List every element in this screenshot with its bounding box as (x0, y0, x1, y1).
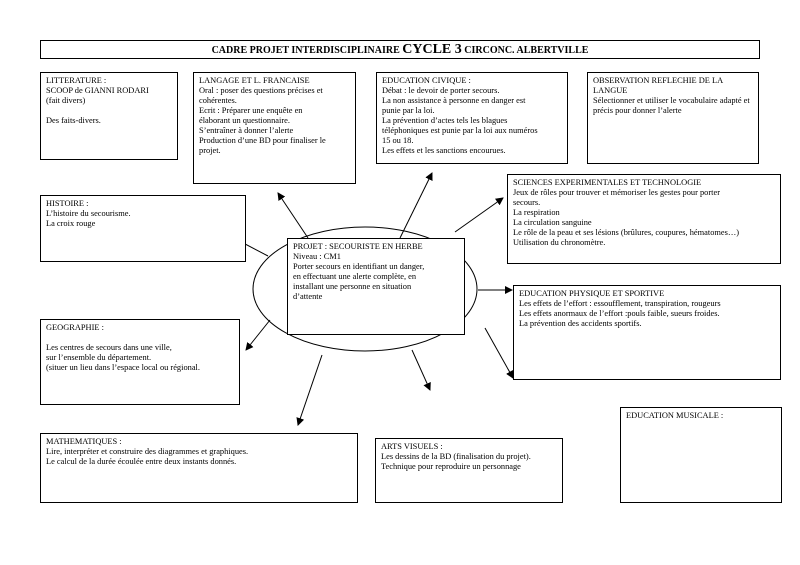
box-text-line: téléphoniques est punie par la loi aux n… (382, 126, 538, 135)
box-text-line: S’entraîner à donner l’alerte (199, 126, 294, 135)
arrow-to-arts (411, 349, 431, 391)
box-litterature: LITTERATURE :SCOOP de GIANNI RODARI(fait… (40, 72, 178, 160)
box-text-line: Production d’une BD pour finaliser le (199, 136, 326, 145)
box-histoire: HISTOIRE :L’histoire du secourisme.La cr… (40, 195, 246, 262)
box-heading: EDUCATION CIVIQUE : (382, 76, 471, 85)
box-text-line: Les effets anormaux de l’effort :pouls f… (519, 309, 720, 318)
box-text-line: d’attente (293, 292, 323, 301)
box-text-line: Oral : poser des questions précises et (199, 86, 323, 95)
box-text-line: Débat : le devoir de porter secours. (382, 86, 500, 95)
box-text-line: LANGUE (593, 86, 628, 95)
box-text-line: Technique pour reproduire un personnage (381, 462, 521, 471)
box-text-line: La croix rouge (46, 219, 96, 228)
box-text-line: La prévention des accidents sportifs. (519, 319, 642, 328)
arrow-to-geographie (245, 319, 271, 351)
box-heading: LITTERATURE : (46, 76, 107, 85)
box-geographie: GEOGRAPHIE : Les centres de secours dans … (40, 319, 240, 405)
box-text-line: La circulation sanguine (513, 218, 592, 227)
box-heading: MATHEMATIQUES : (46, 437, 122, 446)
box-text-line: (fait divers) (46, 96, 86, 105)
box-text-line: précis pour donner l’alerte (593, 106, 682, 115)
arrow-to-mathematiques (296, 354, 323, 426)
box-text-line: élaborant un questionnaire. (199, 116, 290, 125)
box-text-line: Jeux de rôles pour trouver et mémoriser … (513, 188, 720, 197)
blank-line (46, 106, 172, 116)
title-part1: CADRE PROJET INTERDISCIPLINAIRE (211, 45, 403, 56)
box-heading: OBSERVATION REFLECHIE DE LA (593, 76, 724, 85)
box-heading: EDUCATION PHYSIQUE ET SPORTIVE (519, 289, 665, 298)
box-education-musicale: EDUCATION MUSICALE : (620, 407, 782, 503)
box-text-line: Utilisation du chronomètre. (513, 238, 606, 247)
box-text-line: sur l’ensemble du département. (46, 353, 152, 362)
arrow-to-langage (277, 192, 309, 239)
box-heading: GEOGRAPHIE : (46, 323, 104, 332)
box-text-line: installant une personne en situation (293, 282, 412, 291)
box-arts-visuels: ARTS VISUELS :Les dessins de la BD (fina… (375, 438, 563, 503)
box-text-line: Ecrit : Préparer une enquête en (199, 106, 303, 115)
box-text-line: punie par la loi. (382, 106, 435, 115)
box-text-line: Sélectionner et utiliser le vocabulaire … (593, 96, 750, 105)
title-part3: CIRCONC. ALBERTVILLE (461, 45, 589, 56)
box-text-line: Des faits-divers. (46, 116, 101, 125)
box-heading: HISTOIRE : (46, 199, 89, 208)
box-text-line: La respiration (513, 208, 560, 217)
box-text-line: Lire, interpréter et construire des diag… (46, 447, 249, 456)
center-ellipse (252, 226, 478, 352)
arrow-to-sciences (454, 197, 504, 233)
arrow-to-civique (399, 172, 433, 239)
box-text-line: Les effets de l’effort : essoufflement, … (519, 299, 721, 308)
diagram-title: CADRE PROJET INTERDISCIPLINAIRE CYCLE 3 … (40, 40, 760, 59)
blank-line (46, 333, 234, 343)
box-heading: SCIENCES EXPERIMENTALES ET TECHNOLOGIE (513, 178, 702, 187)
box-text-line: Le calcul de la durée écoulée entre deux… (46, 457, 237, 466)
box-text-line: (situer un lieu dans l’espace local ou r… (46, 363, 200, 372)
box-education-civique: EDUCATION CIVIQUE :Débat : le devoir de … (376, 72, 568, 164)
box-heading: ARTS VISUELS : (381, 442, 443, 451)
box-text-line: Niveau : CM1 (293, 252, 341, 261)
box-text-line: en effectuant une alerte complète, en (293, 272, 417, 281)
box-text-line: 15 ou 18. (382, 136, 414, 145)
box-text-line: SCOOP de GIANNI RODARI (46, 86, 149, 95)
box-heading: EDUCATION MUSICALE : (626, 411, 724, 420)
box-text-line: Les centres de secours dans une ville, (46, 343, 172, 352)
box-text-line: Porter secours en identifiant un danger, (293, 262, 425, 271)
box-heading: LANGAGE ET L. FRANCAISE (199, 76, 310, 85)
box-text-line: La non assistance à personne en danger e… (382, 96, 526, 105)
box-text-line: La prévention d’actes tels les blagues (382, 116, 508, 125)
box-text-line: secours. (513, 198, 541, 207)
box-text-line: projet. (199, 146, 221, 155)
box-text-line: cohérentes. (199, 96, 237, 105)
box-text-line: L’histoire du secourisme. (46, 209, 131, 218)
box-text-line: Les effets et les sanctions encourues. (382, 146, 506, 155)
box-text-line: Les dessins de la BD (finalisation du pr… (381, 452, 531, 461)
box-text-line: Le rôle de la peau et ses lésions (brûlu… (513, 228, 740, 237)
box-mathematiques: MATHEMATIQUES :Lire, interpréter et cons… (40, 433, 358, 503)
box-heading: PROJET : SECOURISTE EN HERBE (293, 242, 423, 251)
title-cycle: CYCLE 3 (402, 42, 462, 57)
arrow-to-eps-lower (484, 327, 514, 379)
